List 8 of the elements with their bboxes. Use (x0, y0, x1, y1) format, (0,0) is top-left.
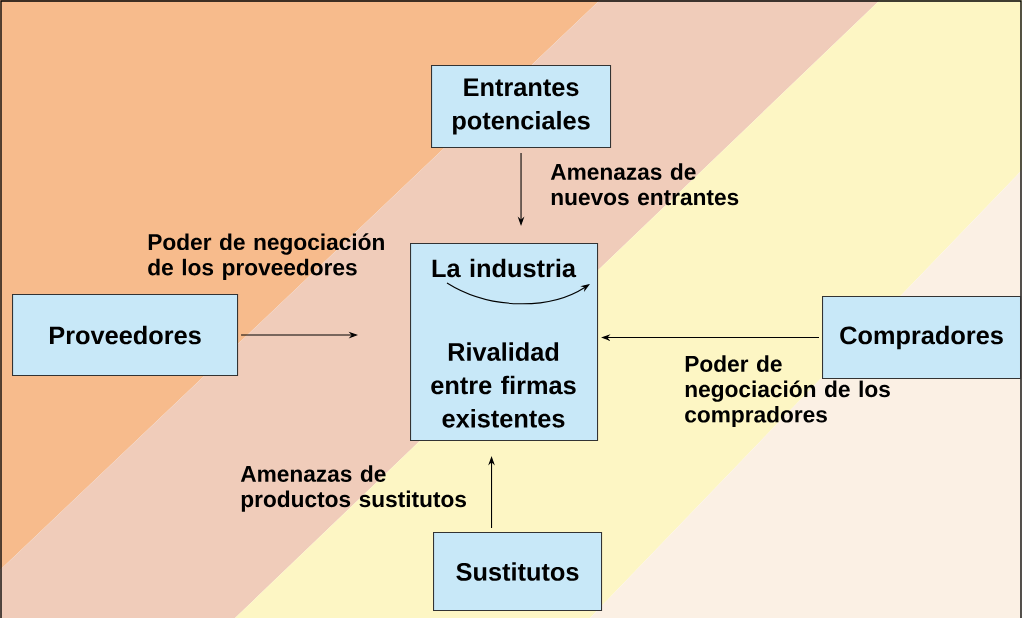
edge-label: Poder de negociación de los proveedores (148, 233, 384, 280)
substitutes-box: Sustitutos (433, 532, 603, 612)
suppliers-box: Proveedores (12, 294, 239, 377)
entrants-box: Entrantes potenciales (431, 65, 612, 149)
buyers-box: Compradores (822, 296, 1022, 380)
edge-label: Amenazas de nuevos entrantes (550, 163, 739, 206)
industry-box: La industria Rivalidad entre firmas existentes (410, 243, 599, 442)
edge-label: Amenazas de productos sustitutos (240, 465, 466, 512)
